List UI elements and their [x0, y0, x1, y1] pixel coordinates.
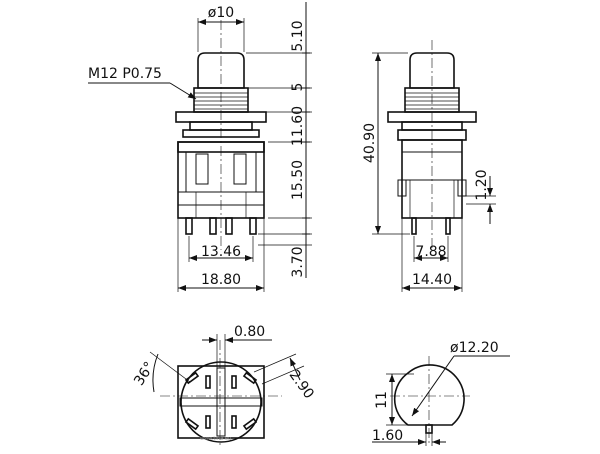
- ext-pin-top: [253, 353, 297, 373]
- bottom-slot-h: [179, 397, 263, 407]
- dim-flat: 11: [374, 391, 390, 409]
- ext-angle-line: [149, 351, 191, 383]
- front-terminals: [185, 217, 257, 235]
- side-housing: [401, 139, 463, 219]
- side-housing-details: [397, 151, 467, 218]
- front-housing-top: [177, 141, 265, 153]
- dim-width: 14.40: [412, 272, 452, 288]
- washer-diameter: ø12.20: [450, 340, 499, 356]
- ext-pin-bottom: [261, 365, 305, 385]
- dim-inner-width: 13.46: [201, 244, 241, 260]
- dim-pin-line: [289, 357, 301, 381]
- dim-body-height: 15.50: [290, 160, 306, 200]
- front-dim-ticks: [302, 52, 310, 235]
- dim-terminal-pitch: 7.88: [415, 244, 446, 260]
- side-cap: [409, 52, 455, 89]
- dim-outer-width: 18.80: [201, 272, 241, 288]
- cap-diameter-label: ø10: [208, 5, 234, 21]
- bottom-body-circle: [180, 361, 262, 443]
- dim-terminal-thickness: 1.20: [474, 169, 490, 200]
- washer-view: ø12.20 11 1.60: [372, 340, 510, 446]
- side-view: 40.90 1.20 7.88 14.40: [362, 40, 496, 292]
- front-view: ø10 M12 P0.75 5.10 5 11.60 15.50: [88, 2, 312, 292]
- thread-label: M12 P0.75: [88, 66, 162, 82]
- dim-thread-height: 11.60: [290, 106, 306, 146]
- side-terminals: [411, 217, 451, 235]
- bottom-pins: [184, 371, 258, 431]
- front-washer: [182, 129, 260, 138]
- dim-terminal-height: 3.70: [290, 246, 306, 277]
- side-thread-lines: [405, 92, 459, 110]
- dim-pin-width: 2.90: [286, 367, 317, 402]
- dim-slot-width: 0.80: [234, 324, 265, 340]
- dim-plunger-height: 5: [290, 83, 306, 92]
- front-thread-lines: [194, 92, 248, 110]
- front-housing-details: [178, 152, 264, 218]
- dim-tab: 1.60: [372, 428, 403, 444]
- bottom-slot-v: [216, 367, 226, 437]
- thread-leader: [169, 82, 197, 100]
- dim-cap-height: 5.10: [290, 20, 306, 51]
- dim-washer-diam-line: [411, 355, 455, 417]
- dim-total-height: 40.90: [362, 123, 378, 163]
- washer-tab: [425, 424, 433, 434]
- bottom-housing: [177, 365, 265, 439]
- front-ext-lines: [246, 52, 312, 246]
- bottom-view: 0.80 36° 2.90 www.tme.eu: [131, 324, 317, 446]
- watermark: www.tme.eu: [200, 436, 231, 442]
- front-cap: [197, 52, 245, 89]
- dim-angle: 36°: [131, 359, 158, 389]
- dim-angle-arc: [152, 353, 159, 393]
